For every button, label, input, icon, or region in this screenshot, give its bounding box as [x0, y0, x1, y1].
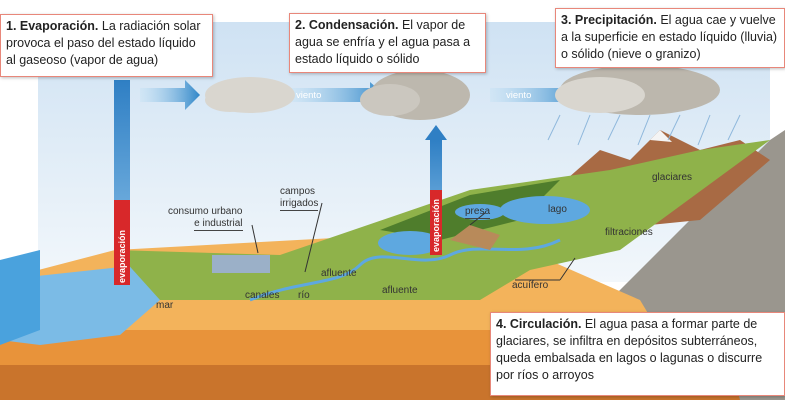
label-canals: canales [245, 290, 280, 301]
label-fields-line1: campos [280, 186, 316, 197]
circulation-text: El agua pasa a formar parte de glaciares… [496, 317, 763, 382]
label-river: río [298, 290, 310, 301]
label-fields-line2: irrigados [280, 198, 319, 211]
condensation-title: 2. Condensación. [295, 18, 399, 32]
evaporation-box: 1. Evaporación. La radiación solar provo… [0, 14, 213, 77]
label-tributary-1: afluente [321, 268, 357, 279]
label-lake: lago [548, 204, 567, 215]
label-tributary-2: afluente [382, 285, 418, 296]
label-sea: mar [156, 300, 174, 311]
wind-label-1: viento [296, 90, 322, 101]
precipitation-title: 3. Precipitación. [561, 13, 657, 27]
precipitation-text: El agua cae y vuelve a la superficie en … [561, 13, 778, 61]
river [249, 238, 561, 302]
label-urban-line1: consumo urbano [168, 206, 243, 217]
rain [547, 114, 741, 146]
wind-arrow-1 [140, 80, 200, 110]
label-seepage: filtraciones [605, 227, 653, 238]
precipitation-box: 3. Precipitación. El agua cae y vuelve a… [555, 8, 785, 68]
lake [500, 196, 590, 224]
condensation-box: 2. Condensación. El vapor de agua se enf… [289, 13, 486, 73]
circulation-title: 4. Circulación. [496, 317, 582, 331]
evaporation-label-center: evaporación [431, 198, 441, 252]
label-dam: presa [465, 206, 491, 219]
label-glaciers: glaciares [652, 172, 693, 183]
city [212, 255, 270, 273]
label-aquifer: acuífero [512, 280, 549, 291]
circulation-box: 4. Circulación. El agua pasa a formar pa… [490, 312, 785, 396]
label-urban-line2: e industrial [194, 218, 243, 231]
evaporation-text: La radiación solar provoca el paso del e… [6, 19, 201, 67]
wind-label-2: viento [506, 90, 532, 101]
evaporation-label-left: evaporación [117, 229, 127, 283]
reservoir [378, 231, 442, 255]
evaporation-title: 1. Evaporación. [6, 19, 99, 33]
condensation-text: El vapor de agua se enfría y el agua pas… [295, 18, 471, 66]
clouds [205, 65, 720, 120]
